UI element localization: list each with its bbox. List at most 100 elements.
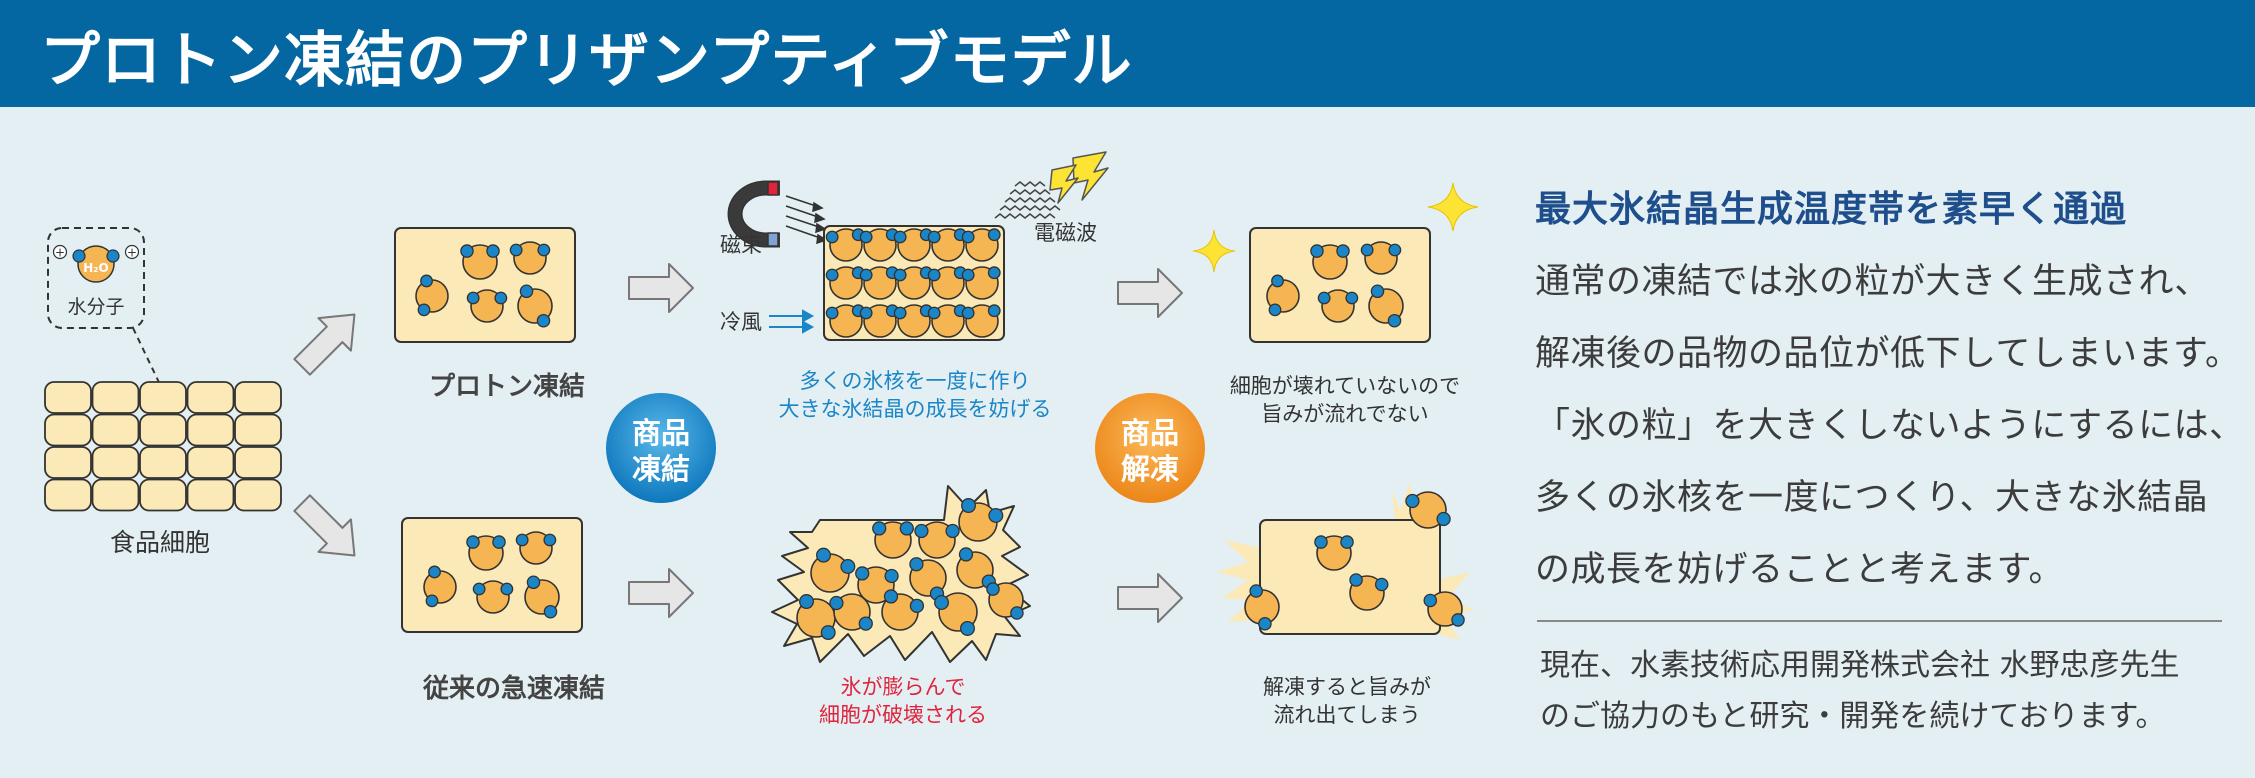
ice-particle — [914, 521, 960, 559]
ice-particle — [927, 228, 967, 262]
page-title: プロトン凍結のプリザンプティブモデル — [40, 26, 1133, 96]
ice-particle — [466, 289, 508, 323]
ice-particle — [872, 521, 914, 559]
panel-line: 多くの氷核を一度につくり、大きな氷結晶 — [1535, 478, 2209, 518]
ice-particle — [1244, 584, 1280, 631]
credit-line: 現在、水素技術応用開発株式会社 水野忠彦先生 — [1540, 648, 2180, 683]
ice-particle — [509, 241, 551, 275]
ice-particle — [927, 266, 967, 300]
plus-sign-left: + — [55, 246, 65, 260]
panel-divider — [1537, 620, 2222, 622]
cold-air-label: 冷風 — [720, 310, 762, 334]
ice-particle — [1423, 591, 1465, 627]
food-cell — [186, 478, 235, 512]
food-cell — [44, 446, 92, 479]
panel-body: 通常の凍結では氷の粒が大きく生成され、 解凍後の品物の品位が低下してしまいます。… — [1535, 246, 2245, 606]
ice-particle — [1266, 274, 1300, 317]
ice-particle — [466, 535, 506, 571]
panel-line: 解凍後の品物の品位が低下してしまいます。 — [1535, 334, 2241, 374]
explanation-panel: 最大氷結晶生成温度帯を素早く通過 通常の凍結では氷の粒が大きく生成され、 解凍後… — [1535, 180, 2245, 606]
panel-line: 「氷の粒」を大きくしないようにするには、 — [1535, 406, 2245, 446]
badge-freeze-line2: 凍結 — [632, 452, 690, 486]
badge-thaw-line2: 解凍 — [1121, 452, 1179, 486]
proton-caption-line2: 大きな氷結晶の成長を妨げる — [779, 397, 1052, 421]
ice-particle — [961, 304, 1001, 338]
ice-particle — [1317, 289, 1359, 323]
arrow-conv-to-thaw — [1117, 573, 1183, 623]
conventional-freezing-label: 従来の急速凍結 — [422, 673, 605, 704]
food-cell — [91, 381, 140, 414]
ice-particle — [515, 531, 557, 565]
ice-particle — [1405, 491, 1451, 529]
ice-particle — [927, 304, 967, 338]
lightning-icon — [1049, 151, 1109, 204]
food-cell — [234, 446, 282, 479]
ice-particle — [909, 557, 947, 601]
proton-particles — [415, 241, 553, 328]
wave-lines — [994, 181, 1061, 219]
ice-particle — [1314, 535, 1354, 571]
food-cell-grid — [44, 381, 282, 512]
magnetic-flux-lines — [785, 195, 828, 245]
ice-particle — [1310, 244, 1350, 280]
burst-particles — [796, 498, 1024, 641]
food-cell — [234, 478, 282, 512]
freezing-diagram: H₂O + + 水分子 食品細胞 プロトン凍結 従来の急速凍結 — [44, 151, 1479, 727]
bad-result-line1: 解凍すると旨みが — [1263, 675, 1431, 699]
food-cell — [139, 381, 187, 414]
ice-particle — [1360, 241, 1402, 275]
ice-particle — [796, 594, 836, 641]
panel-heading: 最大氷結晶生成温度帯を素早く通過 — [1535, 188, 2128, 230]
plus-sign-right: + — [127, 246, 137, 260]
panel-line: 通常の凍結では氷の粒が大きく生成され、 — [1535, 262, 2210, 302]
arrow-down-right — [293, 494, 356, 557]
credit-text: 現在、水素技術応用開発株式会社 水野忠彦先生 のご協力のもと研究・開発を続けてお… — [1540, 640, 2240, 742]
proton-caption-line1: 多くの氷核を一度に作り — [800, 369, 1031, 393]
ice-particle — [517, 284, 553, 328]
food-cell — [186, 381, 235, 414]
arrow-proton-to-freeze — [628, 263, 694, 313]
ice-particle — [986, 582, 1024, 620]
ice-particle — [934, 592, 978, 636]
food-cell — [44, 478, 92, 512]
ice-particle — [810, 547, 856, 593]
ice-particle — [829, 593, 873, 631]
ice-particle — [859, 228, 899, 262]
ice-particle — [423, 565, 457, 608]
water-molecule-callout: H₂O + + 水分子 — [47, 227, 166, 396]
ice-particle — [1349, 573, 1389, 611]
ice-particle — [958, 498, 1004, 542]
h2o-label: H₂O — [83, 261, 109, 275]
food-cell — [139, 478, 187, 512]
water-molecule-box — [47, 227, 145, 329]
food-cell — [234, 381, 282, 414]
ice-particle — [1368, 284, 1404, 328]
header-bar: プロトン凍結のプリザンプティブモデル — [0, 0, 2255, 107]
food-cell — [91, 446, 140, 479]
sparkle-icon-large — [1427, 182, 1479, 232]
badge-thaw-line1: 商品 — [1121, 416, 1179, 450]
thawed-good-particles — [1266, 241, 1404, 328]
ice-particle — [961, 228, 1001, 262]
water-molecule-label: 水分子 — [67, 296, 124, 318]
ice-particle — [472, 580, 514, 614]
food-cell-label: 食品細胞 — [110, 528, 210, 557]
conventional-caption-line2: 細胞が破壊される — [819, 703, 987, 727]
magnet-icon — [727, 180, 780, 248]
arrow-conv-to-freeze — [628, 568, 694, 618]
magnetic-flux-label: 磁束 — [720, 233, 762, 257]
arrow-proton-to-thaw — [1117, 268, 1183, 318]
ice-particle — [415, 274, 449, 317]
food-cell — [91, 478, 140, 512]
badge-product-freeze: 商品 凍結 — [606, 393, 716, 503]
arrow-up-right — [293, 313, 356, 376]
panel-line: の成長を妨げることと考えます。 — [1535, 550, 2065, 590]
badge-product-thaw: 商品 解凍 — [1095, 393, 1205, 503]
electromagnetic-wave-label: 電磁波 — [1034, 221, 1097, 245]
food-cell — [139, 413, 187, 447]
ice-particle — [881, 589, 925, 631]
water-molecule-icon: H₂O + + — [52, 244, 140, 283]
sparkle-icon-small — [1192, 229, 1236, 273]
food-cell — [91, 413, 140, 447]
ice-particle — [460, 244, 500, 280]
